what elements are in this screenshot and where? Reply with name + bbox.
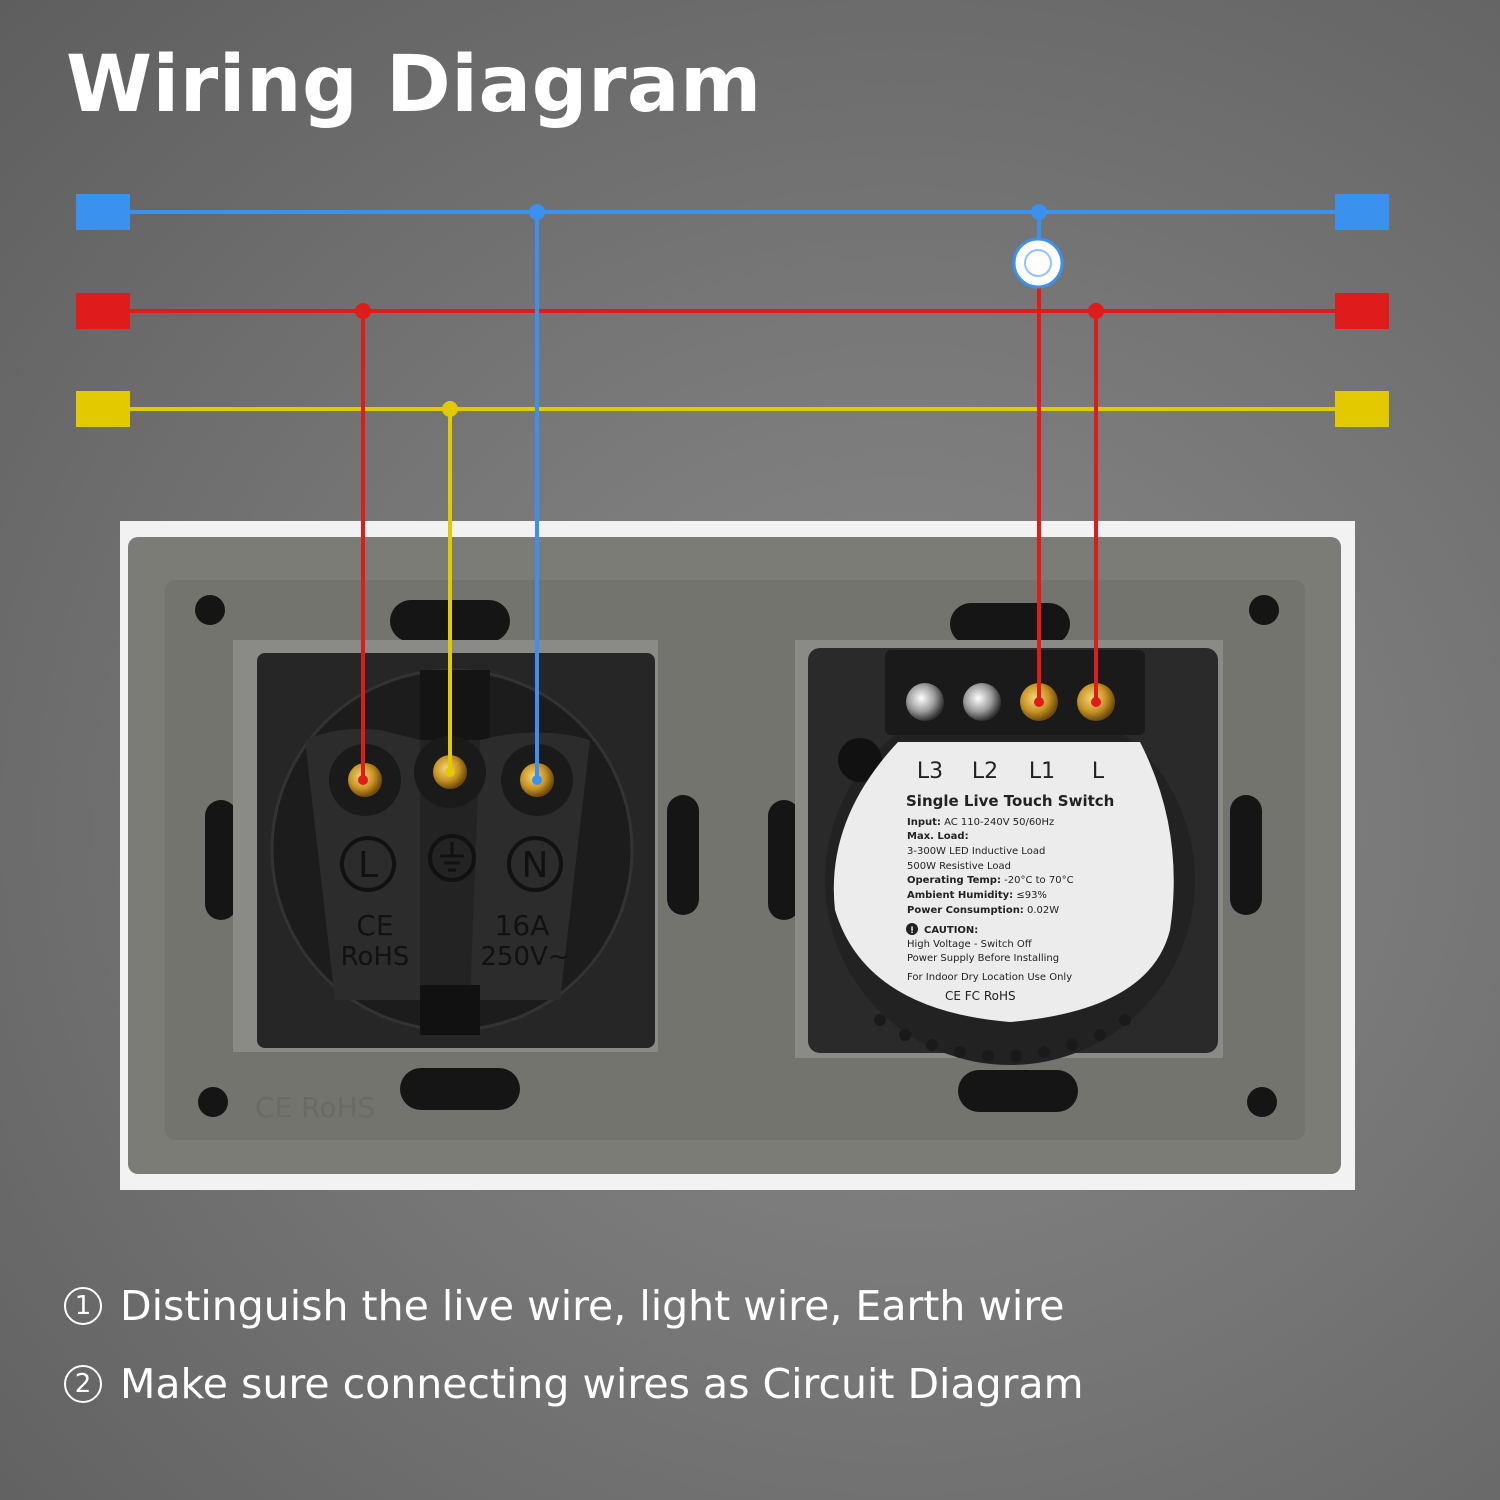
- socket-neutral-endpoint: [532, 775, 542, 785]
- svg-text:Power Consumption: 0.02W: Power Consumption: 0.02W: [907, 905, 1059, 916]
- page-title: Wiring Diagram: [66, 40, 762, 130]
- temp-key: Operating Temp:: [907, 875, 1001, 886]
- screw-icon: [906, 683, 944, 721]
- caution-icon: [906, 923, 918, 935]
- power-key: Power Consumption:: [907, 905, 1024, 916]
- mount-hole: [1247, 1087, 1277, 1117]
- input-value: AC 110-240V 50/60Hz: [944, 817, 1054, 828]
- socket-ce-mark: CE: [356, 909, 393, 942]
- earth-ground-icon: [440, 842, 464, 872]
- mount-slot: [400, 1068, 520, 1110]
- mount-hole: [195, 595, 225, 625]
- socket-rohs-mark: RoHS: [341, 942, 410, 972]
- switch-certs: CE FC RoHS: [945, 989, 1016, 1003]
- terminal-n-label: N: [522, 845, 549, 886]
- socket-live-endpoint: [358, 775, 368, 785]
- max-load-key: Max. Load:: [907, 831, 969, 842]
- switch-label-sticker: [833, 742, 1174, 1022]
- instruction-1-number: 1: [64, 1287, 102, 1325]
- instruction-2-number: 2: [64, 1365, 102, 1403]
- wires: [76, 194, 1389, 785]
- mount-hole: [1249, 595, 1279, 625]
- socket-voltage-rating: 250V~: [480, 942, 569, 972]
- instruction-2-text: Make sure connecting wires as Circuit Di…: [120, 1360, 1084, 1408]
- load-line-1: 3-300W LED Inductive Load: [907, 846, 1045, 857]
- input-key: Input:: [907, 817, 941, 828]
- indoor-use-note: For Indoor Dry Location Use Only: [907, 972, 1072, 983]
- svg-text:Ambient Humidity: ≤93%: Ambient Humidity: ≤93%: [907, 890, 1047, 901]
- socket-current-rating: 16A: [495, 909, 550, 942]
- neutral-terminal-right: [1335, 194, 1389, 230]
- socket-live-junction: [355, 303, 371, 319]
- socket-earth-junction: [442, 401, 458, 417]
- live-terminal-right: [1335, 293, 1389, 329]
- svg-text:!: !: [910, 926, 914, 936]
- mount-slot: [768, 800, 800, 920]
- live-terminal-left: [76, 293, 130, 329]
- switch-vent-ribs: [874, 1014, 1131, 1062]
- mount-hole: [198, 1087, 228, 1117]
- switch-label-title: Single Live Touch Switch: [906, 792, 1114, 810]
- mount-slot: [205, 800, 237, 920]
- caution-heading: CAUTION:: [924, 925, 978, 936]
- switch-live-junction: [1088, 303, 1104, 319]
- svg-text:Operating Temp: -20°C to 70°C: Operating Temp: -20°C to 70°C: [907, 875, 1074, 886]
- lamp-icon-inner: [1024, 249, 1052, 277]
- earth-symbol-icon: [428, 834, 476, 882]
- mount-slot: [667, 795, 699, 915]
- caution-line-2: Power Supply Before Installing: [907, 953, 1059, 964]
- caution-line-1: High Voltage - Switch Off: [907, 939, 1033, 950]
- terminal-label-l1: L1: [1029, 759, 1055, 784]
- load-line-2: 500W Resistive Load: [907, 861, 1011, 872]
- instruction-1: 1 Distinguish the live wire, light wire,…: [64, 1282, 1065, 1330]
- terminal-label-l3: L3: [917, 759, 943, 784]
- terminal-label-l: L: [1092, 759, 1105, 784]
- lamp-neutral-junction: [1031, 204, 1047, 220]
- terminal-l-label: L: [358, 845, 378, 886]
- neutral-terminal-left: [76, 194, 130, 230]
- svg-text:Input: AC 110-240V 50/60Hz: Input: AC 110-240V 50/60Hz: [907, 817, 1054, 828]
- socket-module: L N CE RoHS 16A 250V~: [257, 653, 655, 1048]
- mount-slot: [1230, 795, 1262, 915]
- mount-slot: [950, 603, 1070, 645]
- terminal-label-l2: L2: [972, 759, 998, 784]
- humidity-key: Ambient Humidity:: [907, 890, 1013, 901]
- screw-icon: [963, 683, 1001, 721]
- switch-live-endpoint: [1091, 697, 1101, 707]
- mount-slot: [958, 1070, 1078, 1112]
- instruction-2: 2 Make sure connecting wires as Circuit …: [64, 1360, 1084, 1408]
- power-value: 0.02W: [1027, 905, 1059, 916]
- earth-terminal-right: [1335, 391, 1389, 427]
- earth-terminal-left: [76, 391, 130, 427]
- plate-mark-text: CE RoHS: [255, 1091, 375, 1124]
- lamp-switched-endpoint: [1034, 697, 1044, 707]
- instruction-1-text: Distinguish the live wire, light wire, E…: [120, 1282, 1065, 1330]
- socket-earth-endpoint: [445, 767, 455, 777]
- humidity-value: ≤93%: [1016, 890, 1047, 901]
- socket-neutral-junction: [529, 204, 545, 220]
- temp-value: -20°C to 70°C: [1004, 875, 1073, 886]
- switch-module: L3 L2 L1 L Single Live Touch Switch Inpu…: [808, 648, 1218, 1065]
